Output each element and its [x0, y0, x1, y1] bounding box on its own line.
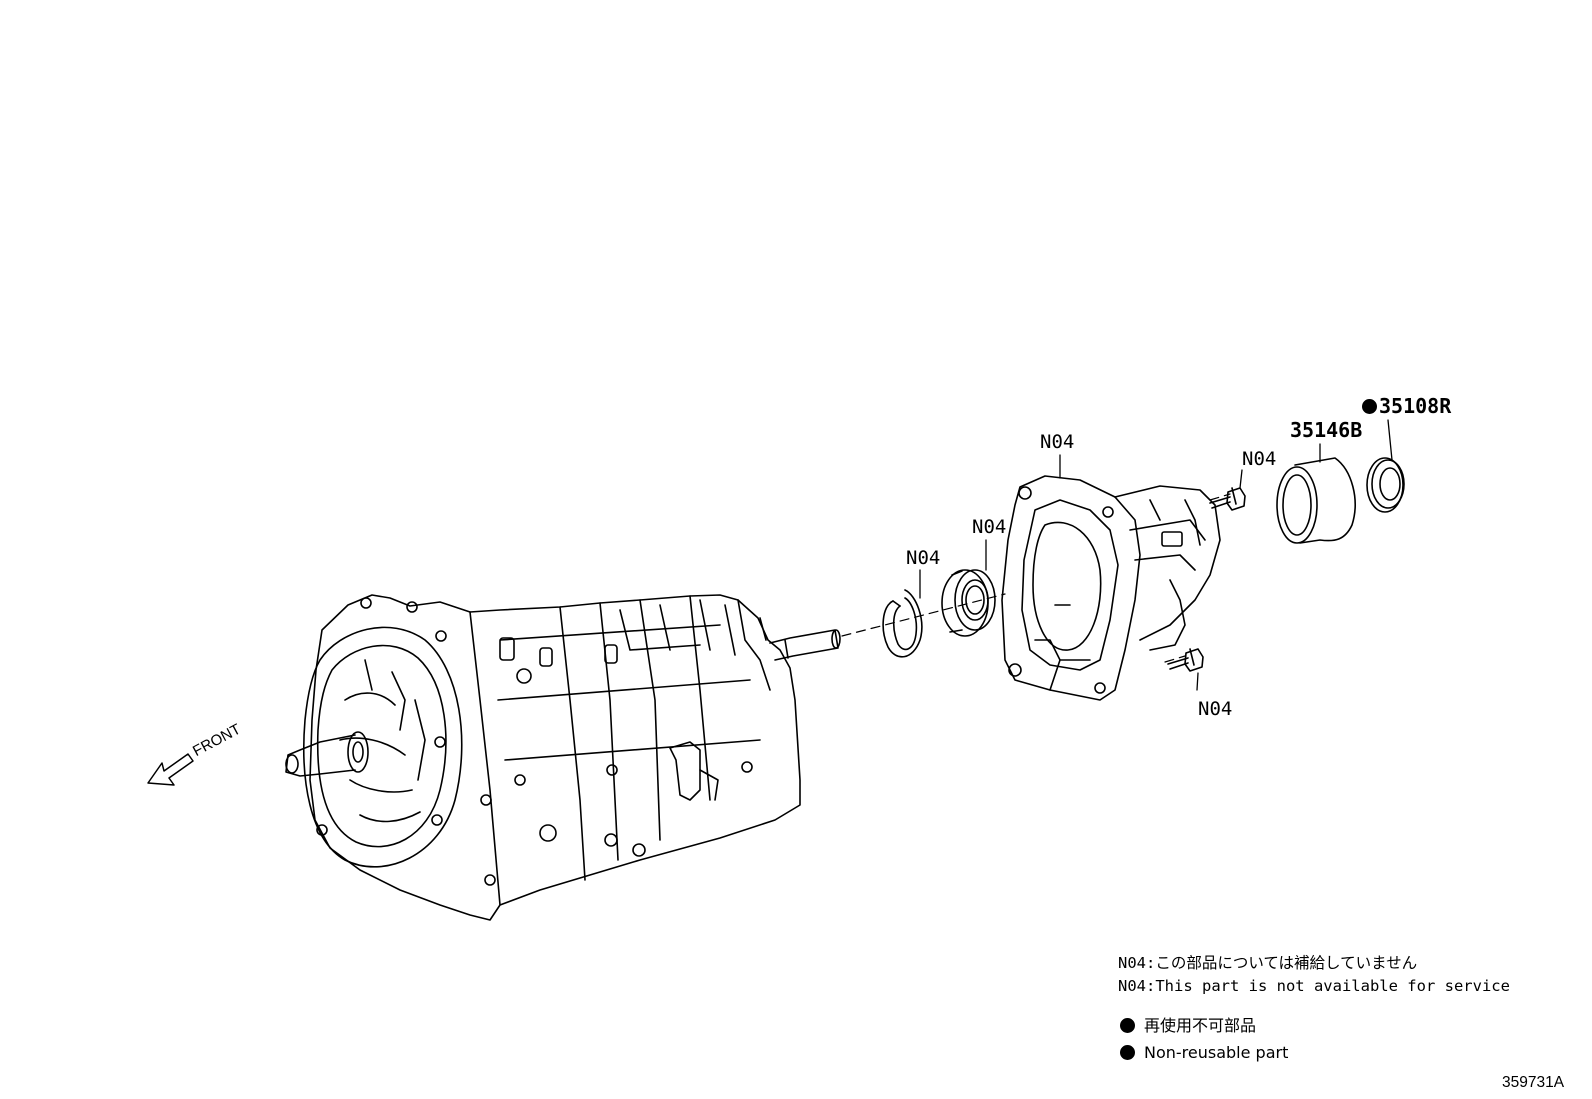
non-reusable-dot-icon [1120, 1045, 1135, 1060]
callout-n04-bolt-upper: N04 [1242, 448, 1277, 470]
legend-row-jp: 再使用不可部品 [1120, 1012, 1288, 1039]
legend-row-en: Non-reusable part [1120, 1039, 1288, 1066]
non-reusable-dot-icon [1120, 1018, 1135, 1033]
non-reusable-dot-icon [1362, 399, 1377, 414]
callout-35146b: 35146B [1290, 418, 1363, 442]
front-arrow-icon [147, 753, 194, 786]
legend: 再使用不可部品 Non-reusable part [1120, 1012, 1288, 1066]
figure-reference-number: 359731A [1502, 1074, 1565, 1091]
ball-bearing [941, 569, 996, 637]
note-en: N04:This part is not available for servi… [1118, 977, 1510, 995]
callout-35108r-text: 35108R [1379, 394, 1452, 418]
callout-n04-bearing: N04 [972, 516, 1007, 538]
callout-n04-bolt-lower: N04 [1198, 698, 1233, 720]
callout-n04-snap-ring: N04 [906, 547, 941, 569]
bolt-upper [1209, 487, 1246, 511]
transmission-assembly [285, 594, 841, 921]
callout-n04-extension-housing: N04 [1040, 431, 1075, 453]
bolt-lower [1167, 648, 1204, 672]
legend-nonreusable-jp: 再使用不可部品 [1144, 1016, 1257, 1035]
callout-35108r: 35108R [1362, 396, 1451, 416]
oil-seal-35108r [1366, 457, 1405, 513]
snap-ring [882, 589, 923, 658]
note-jp: N04:この部品については補給していません [1118, 954, 1418, 972]
assembly-axis-line [841, 493, 1231, 663]
notes-block: N04:この部品については補給していません N04:This part is n… [1118, 952, 1510, 998]
extension-housing [1001, 475, 1221, 701]
legend-nonreusable-en: Non-reusable part [1144, 1043, 1289, 1062]
bushing-35146b [1276, 457, 1356, 544]
leader-lines [919, 419, 1393, 691]
